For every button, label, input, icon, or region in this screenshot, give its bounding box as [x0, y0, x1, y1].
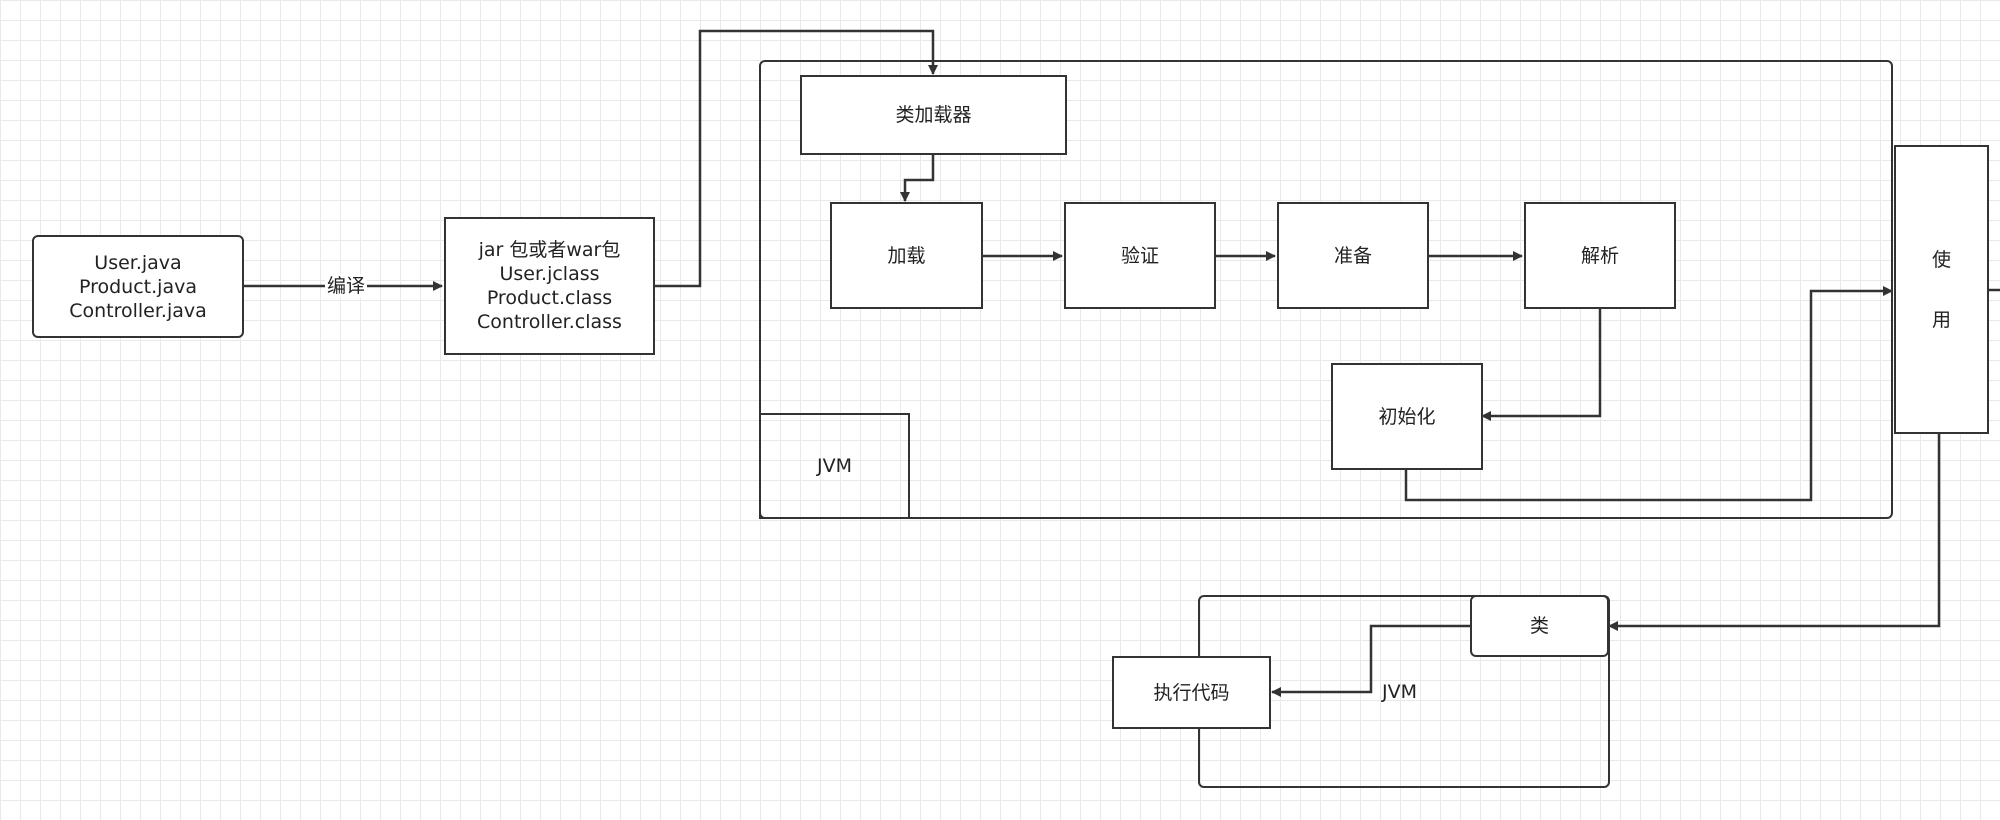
package-text: jar 包或者war包 User.jclass Product.class Co…	[477, 238, 622, 334]
use-char-1: 使	[1931, 248, 1951, 271]
package-line-2: User.jclass	[499, 263, 600, 285]
load-node[interactable]: 加载	[830, 202, 983, 309]
edge-package-to-classloader	[655, 29, 938, 288]
jvm-label-bottom: JVM	[1382, 681, 1417, 703]
use-node[interactable]: 使 用	[1894, 145, 1989, 434]
source-files-text: User.java Product.java Controller.java	[69, 251, 207, 323]
package-line-3: Product.class	[486, 287, 613, 309]
class-text: 类	[1529, 615, 1549, 637]
verify-text: 验证	[1120, 244, 1159, 267]
jvm-container-top	[759, 60, 1893, 519]
package-line-1: jar 包或者war包	[478, 239, 621, 261]
jvm-label-top: JVM	[759, 413, 910, 519]
edge-init-to-use	[1404, 286, 1893, 502]
edge-resolve-to-init	[1481, 309, 1602, 421]
classloader-text: 类加载器	[895, 104, 972, 126]
edge-use-to-class	[1608, 433, 1941, 631]
use-char-2: 用	[1931, 308, 1951, 331]
prepare-text: 准备	[1333, 244, 1372, 267]
resolve-text: 解析	[1580, 244, 1619, 267]
source-files-node[interactable]: User.java Product.java Controller.java	[32, 235, 244, 338]
init-node[interactable]: 初始化	[1331, 363, 1483, 470]
classloader-node[interactable]: 类加载器	[800, 75, 1067, 155]
source-line-1: User.java	[94, 251, 182, 274]
package-node[interactable]: jar 包或者war包 User.jclass Product.class Co…	[444, 217, 655, 355]
resolve-node[interactable]: 解析	[1524, 202, 1676, 309]
source-line-2: Product.java	[78, 275, 197, 298]
execute-text: 执行代码	[1153, 681, 1230, 704]
execute-node[interactable]: 执行代码	[1112, 656, 1271, 729]
class-node[interactable]: 类	[1470, 595, 1609, 657]
load-text: 加载	[887, 244, 926, 267]
jvm-label-top-text: JVM	[817, 455, 852, 477]
source-line-3: Controller.java	[69, 299, 207, 322]
verify-node[interactable]: 验证	[1064, 202, 1216, 309]
init-text: 初始化	[1378, 405, 1436, 428]
prepare-node[interactable]: 准备	[1277, 202, 1429, 309]
edge-classloader-to-load	[900, 154, 935, 202]
edge-class-to-execute	[1271, 624, 1470, 697]
edge-label-compile: 编译	[325, 274, 368, 298]
package-line-4: Controller.class	[477, 311, 622, 333]
